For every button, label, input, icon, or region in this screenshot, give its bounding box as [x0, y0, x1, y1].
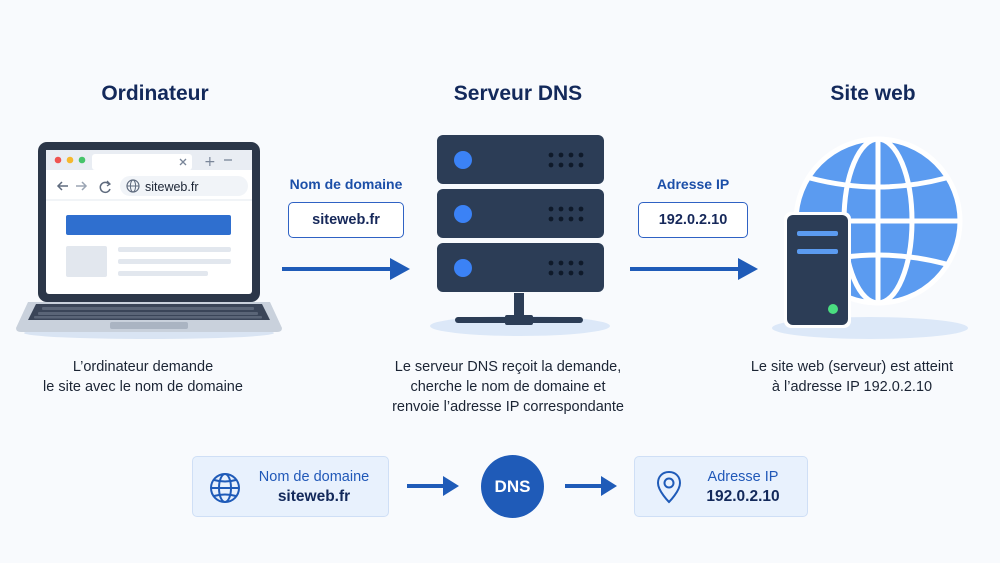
forward-arrow-icon[interactable] — [76, 181, 88, 191]
summary-ip-value: 192.0.2.10 — [706, 488, 780, 505]
address-bar-url: siteweb.fr — [145, 180, 199, 194]
dns-badge: DNS — [481, 455, 544, 518]
globe-icon — [210, 473, 240, 503]
maximize-dot-icon — [78, 156, 86, 164]
domain-name-pill: siteweb.fr — [288, 202, 404, 238]
website-description: Le site web (serveur) est atteint à l’ad… — [750, 359, 954, 395]
summary-domain-value: siteweb.fr — [277, 488, 351, 505]
ip-address-pill: 192.0.2.10 — [638, 202, 748, 238]
close-dot-icon — [54, 156, 62, 164]
summary-arrow-2 — [565, 476, 617, 496]
location-pin-icon — [656, 470, 682, 504]
new-tab-icon[interactable]: + — [204, 154, 216, 170]
back-arrow-icon[interactable] — [56, 181, 68, 191]
domain-name-label: Nom de domaine — [289, 176, 403, 192]
arrow-to-dns — [282, 258, 410, 280]
website-title: Site web — [830, 82, 916, 105]
dns-server-illustration — [430, 135, 610, 336]
minimize-dot-icon — [66, 156, 74, 164]
address-bar[interactable] — [120, 176, 248, 196]
dns-server-title: Serveur DNS — [453, 82, 583, 105]
summary-ip-card: Adresse IP 192.0.2.10 — [634, 456, 808, 517]
server-unit-3 — [437, 243, 604, 292]
summary-ip-label: Adresse IP — [707, 469, 779, 485]
server-unit-1 — [437, 135, 604, 184]
summary-domain-label: Nom de domaine — [258, 469, 370, 485]
server-unit-2 — [437, 189, 604, 238]
website-illustration — [772, 136, 968, 339]
ip-address-label: Adresse IP — [656, 176, 730, 192]
status-led-icon — [828, 304, 838, 314]
summary-arrow-1 — [407, 476, 459, 496]
close-tab-icon[interactable] — [179, 158, 187, 166]
arrow-to-website — [630, 258, 758, 280]
dns-server-description: Le serveur DNS reçoit la demande, cherch… — [392, 359, 624, 415]
reload-icon[interactable] — [99, 180, 112, 194]
globe-icon — [126, 179, 140, 193]
web-server-tower — [784, 212, 851, 328]
computer-title: Ordinateur — [101, 82, 209, 105]
laptop-illustration: + siteweb.fr — [16, 142, 282, 339]
summary-domain-card: Nom de domaine siteweb.fr — [192, 456, 389, 517]
computer-description: L’ordinateur demande le site avec le nom… — [43, 359, 243, 395]
